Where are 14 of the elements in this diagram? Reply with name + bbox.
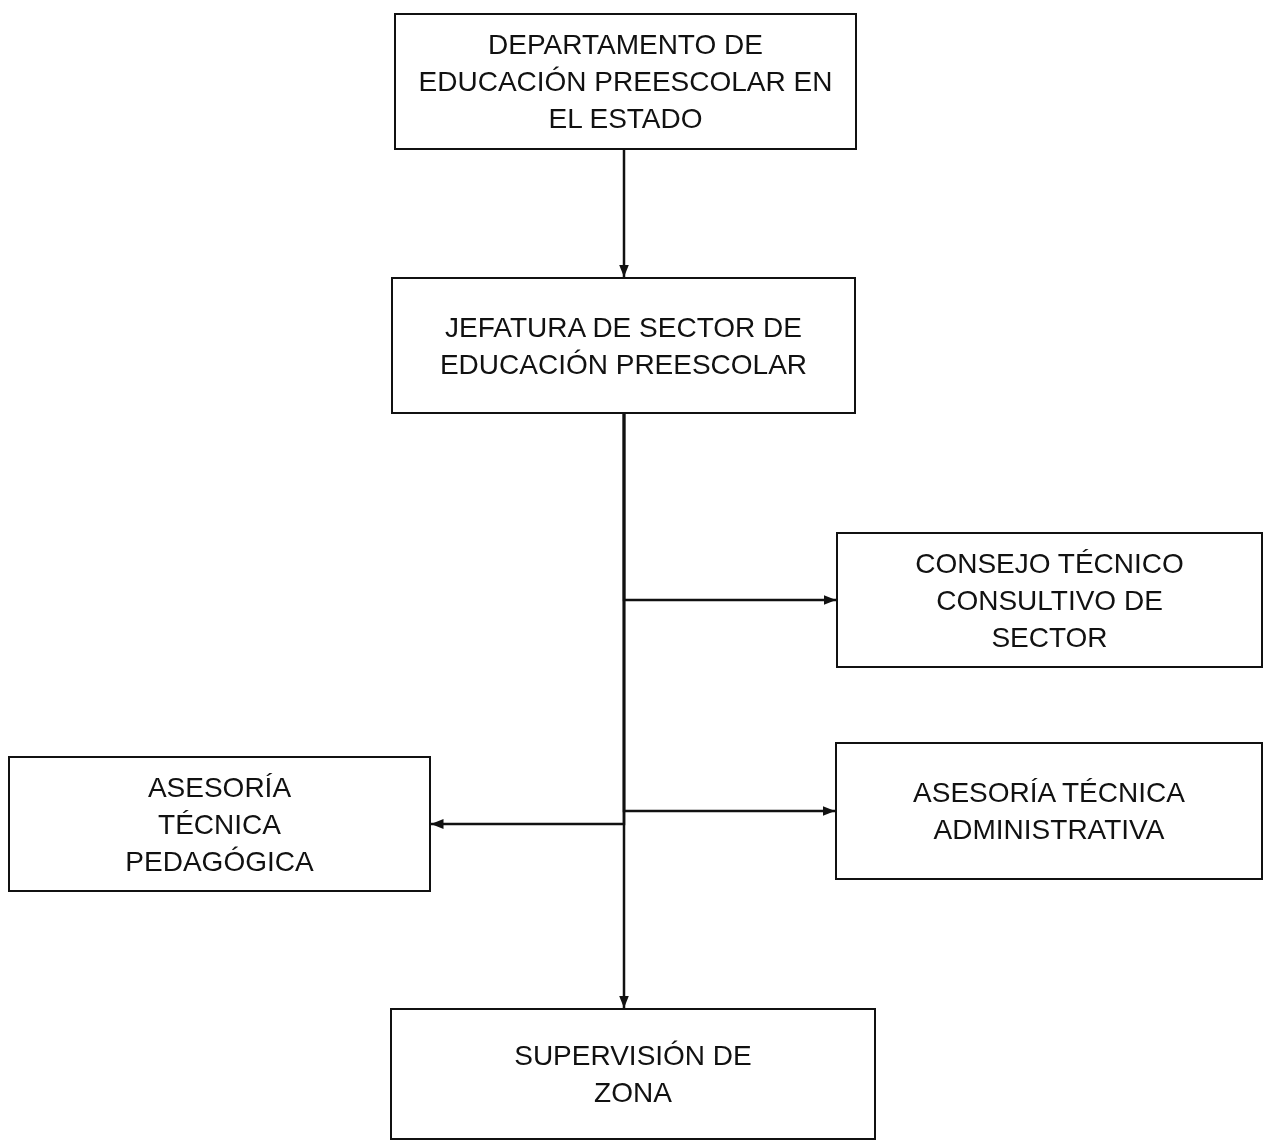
org-box: [394, 13, 857, 150]
arrow: [619, 414, 629, 1008]
org-box: [836, 532, 1263, 668]
box-label: ASESORÍA TÉCNICA PEDAGÓGICA: [124, 770, 315, 879]
box-label: JEFATURA DE SECTOR DE EDUCACIÓN PREESCOLAR: [438, 310, 809, 382]
box-label: SUPERVISIÓN DE ZONA: [513, 1039, 753, 1110]
box-label: DEPARTAMENTO DE EDUCACIÓN PREESCOLAR EN EL ESTADO: [417, 28, 834, 136]
arrow: [619, 150, 629, 277]
org-box: [390, 1008, 876, 1140]
box-label: ASESORÍA TÉCNICA ADMINISTRATIVA: [912, 776, 1186, 847]
box-label: CONSEJO TÉCNICO CONSULTIVO DE SECTOR: [914, 546, 1185, 655]
org-box: [8, 756, 431, 892]
org-box: [835, 742, 1263, 880]
org-box: [391, 277, 856, 414]
